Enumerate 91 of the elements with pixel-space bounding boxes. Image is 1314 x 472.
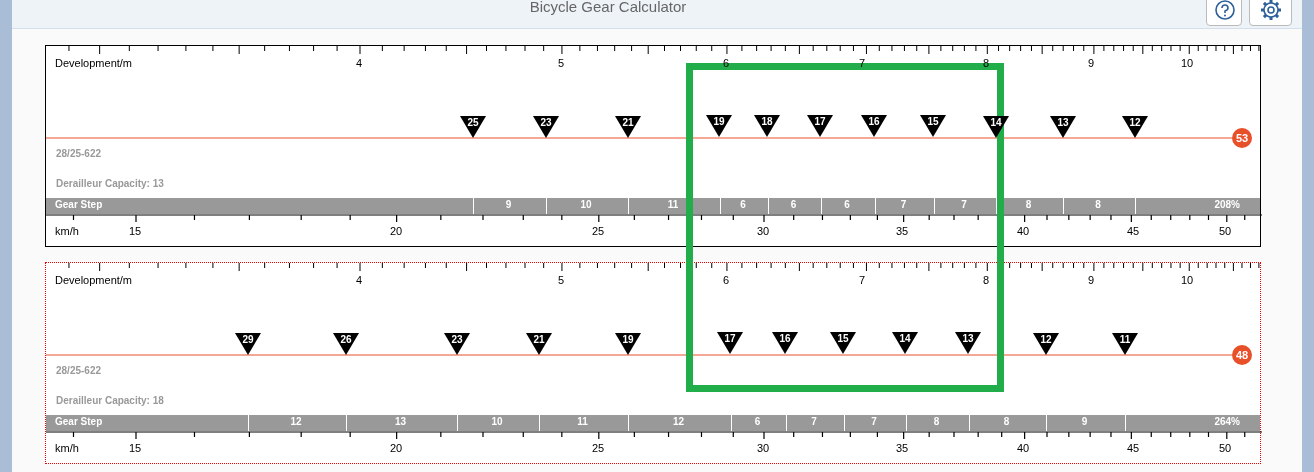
cog-marker: 14: [892, 332, 918, 354]
setup-text: 28/25-622: [56, 148, 102, 159]
axis-title: km/h: [55, 225, 79, 237]
axis-label: 5: [557, 57, 565, 69]
axis-label: 25: [591, 225, 605, 237]
cog-marker: 18: [754, 115, 780, 137]
axis-label: 10: [1180, 57, 1194, 69]
axis-label: 8: [982, 274, 990, 286]
cog-marker: 26: [333, 333, 359, 355]
axis-label: 7: [858, 57, 866, 69]
gear-step-value: 6: [754, 415, 761, 429]
cog-marker: 14: [983, 116, 1009, 138]
axis-label: 45: [1126, 442, 1140, 454]
cog-marker: 15: [920, 115, 946, 137]
chainring-badge: 48: [1232, 345, 1252, 365]
gear-step-value: 6: [740, 198, 746, 212]
cog-marker: 15: [830, 332, 856, 354]
gear-step-value: 8: [1003, 415, 1010, 429]
axis-label: 9: [1087, 274, 1095, 286]
gear-step-value: 13: [394, 415, 407, 429]
chart-panel: [45, 45, 1261, 247]
gear-step-value: 10: [491, 415, 503, 429]
cog-marker: 17: [717, 332, 743, 354]
gear-step-value: 9: [505, 198, 512, 212]
axis-label: 25: [591, 442, 605, 454]
cog-marker: 29: [235, 333, 261, 355]
axis-label: 15: [128, 442, 142, 454]
chart-panel: [45, 262, 1261, 464]
cog-marker: 21: [526, 333, 552, 355]
cog-marker: 12: [1033, 333, 1059, 355]
capacity-text: Derailleur Capacity: 13: [56, 178, 164, 189]
gear-step-value: 12: [672, 415, 685, 429]
axis-label: 10: [1180, 274, 1194, 286]
axis-title: km/h: [55, 442, 79, 454]
axis-label: 6: [722, 274, 730, 286]
axis-label: 35: [895, 225, 909, 237]
cog-marker: 17: [807, 115, 833, 137]
axis-label: 40: [1016, 225, 1030, 237]
cog-marker: 13: [1050, 116, 1076, 138]
axis-label: 4: [355, 57, 363, 69]
cog-marker: 16: [772, 332, 798, 354]
axis-label: 5: [557, 274, 565, 286]
axis-title: Development/m: [55, 274, 133, 286]
cog-marker: 23: [444, 333, 470, 355]
gear-step-value: 7: [871, 415, 877, 429]
cog-marker: 11: [1112, 333, 1138, 355]
gear-step-value: 6: [844, 198, 850, 212]
axis-label: 45: [1126, 225, 1140, 237]
gear-step-value: 6: [790, 198, 797, 212]
gear-step-value: 11: [577, 415, 588, 429]
axis-label: 9: [1087, 57, 1095, 69]
page-title: Bicycle Gear Calculator: [529, 0, 687, 16]
gear-step-value: 8: [1025, 198, 1032, 212]
chainring-badge: 53: [1232, 128, 1252, 148]
gear-step-value: 10: [580, 198, 592, 212]
axis-label: 35: [895, 442, 909, 454]
axis-label: 7: [858, 274, 866, 286]
setup-text: 28/25-622: [56, 365, 102, 376]
axis-label: 30: [756, 225, 770, 237]
axis-label: 20: [389, 225, 403, 237]
cog-marker: 12: [1122, 116, 1148, 138]
gear-step-value: 7: [811, 415, 817, 429]
cog-marker: 23: [533, 116, 559, 138]
axis-label: 40: [1016, 442, 1030, 454]
gear-step-value: 12: [290, 415, 302, 429]
axis-label: 30: [756, 442, 770, 454]
cog-marker: 21: [615, 116, 641, 138]
axis-label: 50: [1218, 442, 1232, 454]
gear-step-value: 8: [1095, 198, 1101, 212]
cog-marker: 19: [615, 333, 641, 355]
gear-range-value: 264%: [1214, 415, 1240, 429]
axis-label: 15: [128, 225, 142, 237]
cog-marker: 19: [706, 115, 732, 137]
capacity-text: Derailleur Capacity: 18: [56, 395, 164, 406]
row-label: Gear Step: [55, 198, 103, 212]
gear-step-value: 9: [1081, 415, 1088, 429]
gear-step-value: 7: [900, 198, 907, 212]
cog-marker: 25: [460, 116, 486, 138]
axis-label: 50: [1218, 225, 1232, 237]
axis-label: 4: [355, 274, 363, 286]
gear-step-value: 8: [933, 415, 940, 429]
axis-label: 20: [389, 442, 403, 454]
gear-range-value: 208%: [1214, 198, 1240, 212]
axis-title: Development/m: [55, 57, 133, 69]
axis-label: 6: [722, 57, 730, 69]
row-label: Gear Step: [55, 415, 103, 429]
gear-step-value: 11: [667, 198, 679, 212]
cog-marker: 16: [861, 115, 887, 137]
cog-marker: 13: [955, 332, 981, 354]
axis-label: 8: [982, 57, 990, 69]
gear-step-value: 7: [961, 198, 967, 212]
